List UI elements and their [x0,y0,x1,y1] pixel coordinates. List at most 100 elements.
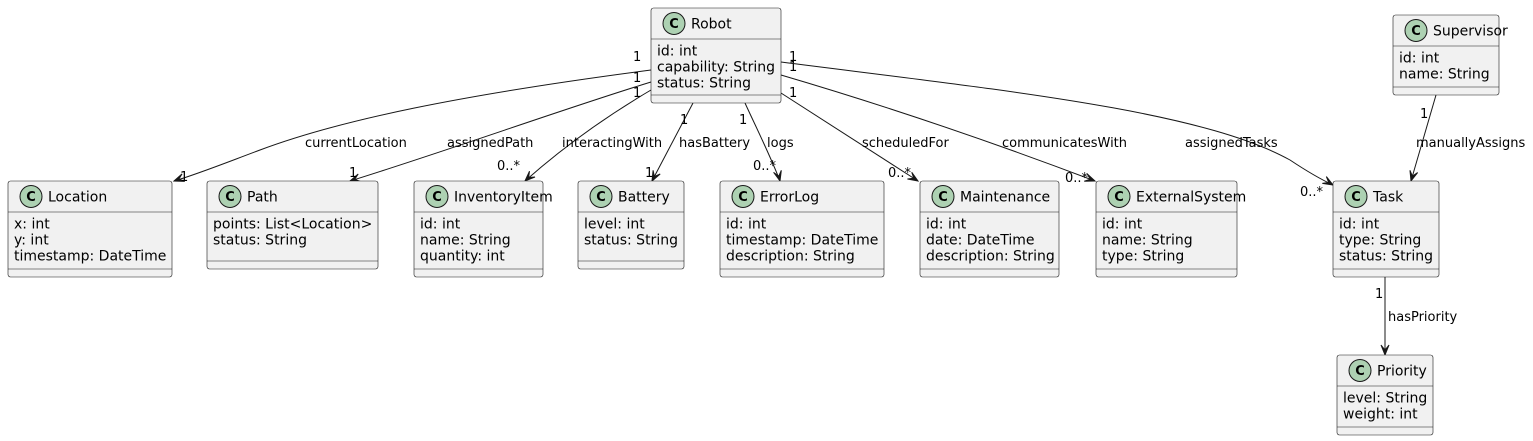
class-stereotype-icon [218,185,242,208]
class-attribute: capability: String [657,60,775,76]
class-name: ErrorLog [760,190,819,206]
source-multiplicity: 1 [680,113,688,128]
relation-logs[interactable]: logs 1 0..* [739,102,794,183]
arrowhead [1380,344,1390,357]
class-attribute: status: String [213,233,307,249]
class-stereotype-icon [589,185,613,208]
arrowhead [172,173,185,182]
class-attribute: name: String [420,233,511,249]
class-attribute: type: String [1102,249,1184,265]
class-name: Path [247,190,278,206]
class-stereotype-letter: C [432,190,442,205]
relation-label: interactingWith [562,136,662,151]
class-stereotype-icon [425,185,449,208]
relation-line [780,61,1334,186]
relation-label: hasPriority [1388,310,1458,325]
class-stereotype-icon [1107,185,1131,208]
arrowhead [1322,176,1335,186]
source-multiplicity: 1 [1420,107,1428,122]
class-stereotype-letter: C [938,190,948,205]
class-stereotype-letter: C [596,190,606,205]
relation-communicatesWith[interactable]: communicatesWith 1 0..* [780,60,1127,186]
class-box [7,180,173,278]
target-multiplicity: 1 [349,166,357,181]
class-stereotype-icon [662,12,686,35]
relation-currentLocation[interactable]: currentLocation 1 1 [172,50,652,185]
arrowhead [524,171,536,182]
class-attribute: points: List<Location> [213,217,372,233]
class-stereotype-letter: C [1355,364,1365,379]
class-attribute: status: String [1339,249,1433,265]
relation-line [349,81,652,182]
class-stereotype-letter: C [26,190,36,205]
class-attribute: id: int [1339,217,1380,233]
class-stereotype-letter: C [1411,24,1421,39]
class-stereotype-icon [731,185,755,208]
class-name: Maintenance [960,190,1050,206]
class-box [919,180,1060,278]
class-stereotype-icon [931,185,955,208]
source-multiplicity: 1 [789,50,797,65]
class-stereotype-letter: C [669,17,679,32]
relation-label: logs [767,136,794,151]
class-box [206,180,379,270]
relation-line [173,69,652,182]
class-stereotype-icon [1344,185,1368,208]
arrowhead [773,170,782,183]
class-attribute: name: String [1399,67,1490,83]
class-stereotype-letter: C [1114,190,1124,205]
target-multiplicity: 1 [180,170,188,185]
class-box [413,180,544,278]
relation-line [651,102,694,182]
class-attribute: name: String [1102,233,1193,249]
relation-label: currentLocation [305,136,407,151]
target-multiplicity: 0..* [1300,185,1324,200]
arrowhead [1084,173,1097,182]
class-attribute: id: int [420,217,461,233]
class-name: ExternalSystem [1136,190,1246,206]
class-attribute: description: String [926,249,1055,265]
relation-line [780,74,1096,182]
target-multiplicity: 0..* [753,159,777,174]
class-attribute: quantity: int [420,249,505,265]
class-attribute: id: int [926,217,967,233]
target-multiplicity: 1 [645,166,653,181]
class-stereotype-icon [1404,19,1428,42]
class-attribute: id: int [726,217,767,233]
class-attribute: status: String [584,233,678,249]
class-stereotype-letter: C [1351,190,1361,205]
class-attribute: timestamp: DateTime [726,233,878,249]
class-name: Robot [691,17,732,33]
source-multiplicity: 1 [633,71,641,86]
class-stereotype-icon [19,185,43,208]
class-box [650,7,782,104]
relation-line [780,92,919,182]
target-multiplicity: 0..* [1065,171,1089,186]
relation-label: communicatesWith [1002,136,1127,151]
class-name: Priority [1377,364,1427,380]
relation-label: manuallyAssigns [1416,136,1526,151]
class-attribute: level: String [1343,391,1427,407]
class-box [1095,180,1238,278]
class-attribute: type: String [1339,233,1421,249]
class-name: InventoryItem [454,190,553,206]
source-multiplicity: 1 [739,113,747,128]
source-multiplicity: 1 [789,60,797,75]
